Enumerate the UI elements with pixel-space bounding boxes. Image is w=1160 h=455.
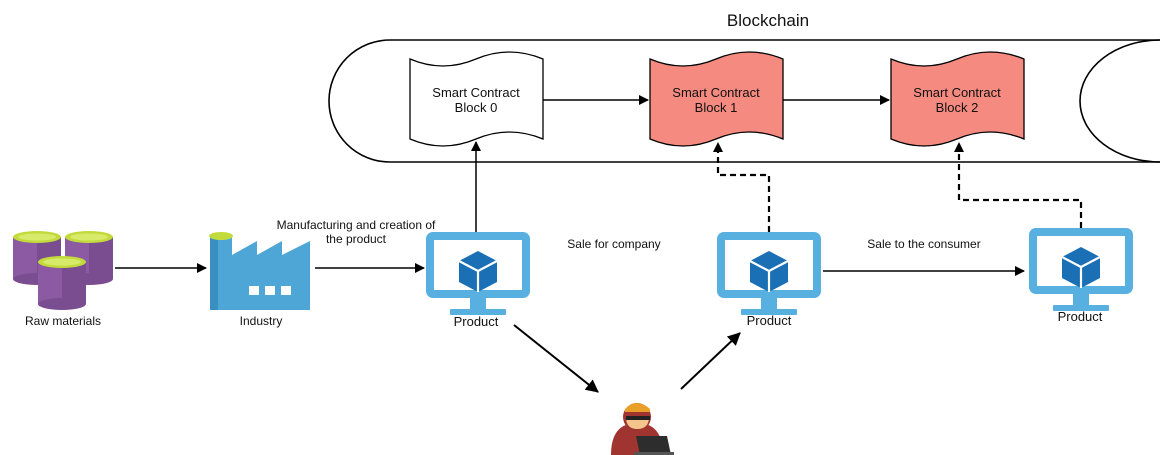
raw-materials-label: Raw materials: [25, 314, 101, 328]
smart-contract-block-0: Smart Contract Block 0: [409, 51, 544, 147]
monitor-cube-icon: [424, 230, 532, 317]
hacker-icon: [611, 403, 674, 455]
barrels-icon: [13, 231, 113, 310]
arrow-hacker-to-product2: [680, 332, 741, 390]
block-0-subtitle: Block 0: [455, 100, 498, 115]
block-2-title: Smart Contract: [913, 85, 1001, 100]
product-3-label: Product: [1058, 309, 1103, 324]
smart-contract-block-1: Smart Contract Block 1: [649, 51, 784, 147]
blockchain-track-end: [1079, 39, 1160, 163]
manufacturing-label-line1: Manufacturing and creation of: [277, 218, 436, 232]
sale-to-consumer-label: Sale to the consumer: [867, 237, 980, 251]
blockchain-track: [328, 39, 1160, 163]
arrow-product1-to-hacker: [513, 324, 599, 393]
monitor-cube-icon: [715, 230, 823, 317]
block-2-subtitle: Block 2: [936, 100, 979, 115]
sale-for-company-label: Sale for company: [567, 237, 660, 251]
manufacturing-label-line2: the product: [326, 232, 387, 246]
block-0-title: Smart Contract: [432, 85, 520, 100]
dashed-arrow-product3-to-block2: [954, 142, 1083, 228]
product-1-label: Product: [454, 314, 499, 329]
smart-contract-block-2: Smart Contract Block 2: [890, 51, 1025, 147]
dashed-arrow-product2-to-block1: [713, 142, 771, 232]
block-1-title: Smart Contract: [672, 85, 760, 100]
blockchain-title: Blockchain: [727, 11, 809, 30]
factory-icon: [209, 232, 310, 310]
monitor-cube-icon: [1027, 226, 1135, 313]
product-2-label: Product: [747, 313, 792, 328]
block-1-subtitle: Block 1: [695, 100, 738, 115]
industry-label: Industry: [240, 314, 283, 328]
